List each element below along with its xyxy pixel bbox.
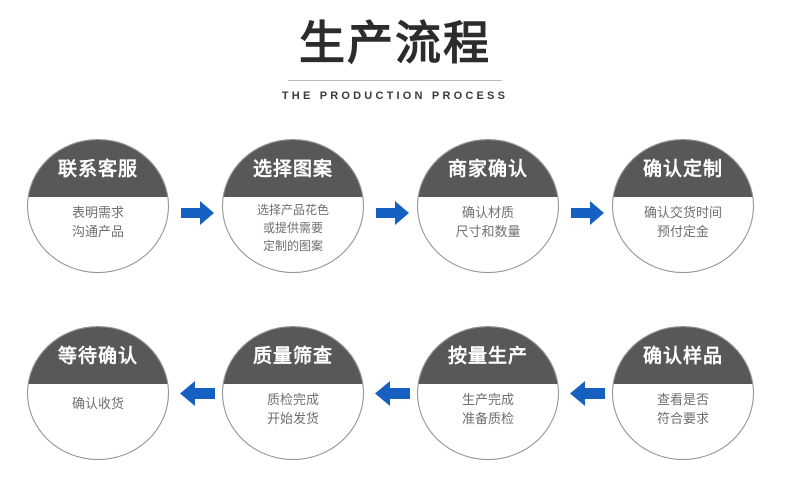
process-node-6-header: 按量生产 bbox=[418, 327, 558, 384]
page-title: 生产流程 bbox=[299, 16, 491, 70]
process-node-1-body: 表明需求 沟通产品 bbox=[28, 197, 168, 272]
process-node-2-line-1: 选择产品花色 bbox=[256, 203, 329, 217]
page-header: 生产流程 THE PRODUCTION PROCESS bbox=[0, 16, 790, 102]
process-node-2-line-3: 定制的图案 bbox=[262, 239, 323, 253]
process-node-3-title: 商家确认 bbox=[447, 157, 528, 180]
process-node-6-title: 按量生产 bbox=[447, 344, 528, 367]
process-node-2-line-2: 或提供需要 bbox=[262, 221, 323, 235]
process-node-4-header: 确认定制 bbox=[613, 140, 753, 197]
process-node-8-body: 确认收货 bbox=[28, 384, 168, 459]
process-node-2-title: 选择图案 bbox=[252, 157, 333, 180]
process-node-1: 联系客服 表明需求 沟通产品 bbox=[27, 139, 169, 273]
process-node-6: 按量生产 生产完成 准备质检 bbox=[417, 326, 559, 460]
process-node-8: 等待确认 确认收货 bbox=[27, 326, 169, 460]
process-node-8-line-1: 确认收货 bbox=[71, 397, 124, 412]
process-node-6-line-2: 准备质检 bbox=[461, 412, 514, 427]
process-node-5-line-1: 查看是否 bbox=[656, 393, 709, 408]
process-node-3: 商家确认 确认材质 尺寸和数量 bbox=[417, 139, 559, 273]
process-node-1-header: 联系客服 bbox=[28, 140, 168, 197]
process-node-3-line-2: 尺寸和数量 bbox=[455, 225, 521, 240]
process-node-6-line-1: 生产完成 bbox=[461, 393, 514, 408]
arrow-right-3 bbox=[571, 201, 604, 225]
process-node-1-title: 联系客服 bbox=[57, 157, 138, 180]
process-node-5-line-2: 符合要求 bbox=[656, 412, 709, 427]
process-node-7-line-1: 质检完成 bbox=[266, 393, 319, 408]
process-node-7-title: 质量筛查 bbox=[252, 344, 333, 367]
process-node-3-header: 商家确认 bbox=[418, 140, 558, 197]
page-subtitle: THE PRODUCTION PROCESS bbox=[281, 90, 509, 102]
process-node-1-line-1: 表明需求 bbox=[71, 206, 124, 221]
arrow-left-3 bbox=[570, 381, 605, 406]
process-node-3-line-1: 确认材质 bbox=[461, 206, 514, 221]
process-node-6-body: 生产完成 准备质检 bbox=[418, 384, 558, 459]
process-node-2-body: 选择产品花色 或提供需要 定制的图案 bbox=[223, 197, 363, 272]
process-node-7: 质量筛查 质检完成 开始发货 bbox=[222, 326, 364, 460]
process-node-4-line-2: 预付定金 bbox=[656, 225, 709, 240]
arrow-right-2 bbox=[376, 201, 409, 225]
process-node-5-header: 确认样品 bbox=[613, 327, 753, 384]
process-node-3-body: 确认材质 尺寸和数量 bbox=[418, 197, 558, 272]
process-node-7-body: 质检完成 开始发货 bbox=[223, 384, 363, 459]
process-node-4-body: 确认交货时间 预付定金 bbox=[613, 197, 753, 272]
process-node-5-title: 确认样品 bbox=[642, 344, 723, 367]
arrow-left-2 bbox=[375, 381, 410, 406]
process-node-5-body: 查看是否 符合要求 bbox=[613, 384, 753, 459]
arrow-left-1 bbox=[180, 381, 215, 406]
process-node-2-header: 选择图案 bbox=[223, 140, 363, 197]
process-node-7-header: 质量筛查 bbox=[223, 327, 363, 384]
process-node-8-header: 等待确认 bbox=[28, 327, 168, 384]
process-node-4-line-1: 确认交货时间 bbox=[643, 206, 722, 221]
process-node-4-title: 确认定制 bbox=[642, 157, 723, 180]
process-node-2: 选择图案 选择产品花色 或提供需要 定制的图案 bbox=[222, 139, 364, 273]
process-node-8-title: 等待确认 bbox=[57, 344, 138, 367]
process-node-1-line-2: 沟通产品 bbox=[71, 225, 124, 240]
title-divider bbox=[288, 80, 502, 81]
process-node-5: 确认样品 查看是否 符合要求 bbox=[612, 326, 754, 460]
process-node-7-line-2: 开始发货 bbox=[266, 412, 319, 427]
process-node-4: 确认定制 确认交货时间 预付定金 bbox=[612, 139, 754, 273]
arrow-right-1 bbox=[181, 201, 214, 225]
